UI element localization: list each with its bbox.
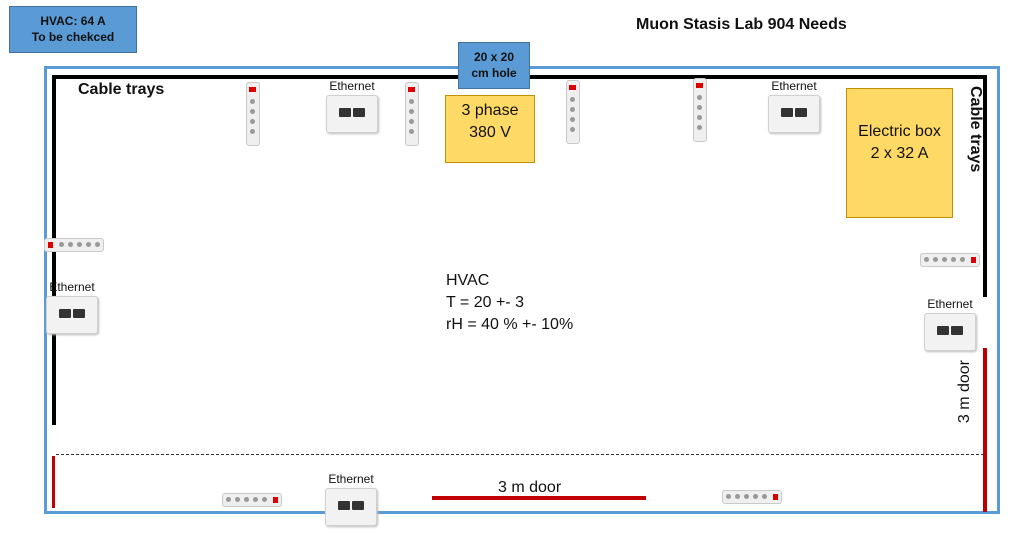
power-strip-icon bbox=[246, 82, 260, 146]
door-label-right: 3 m door bbox=[956, 360, 973, 424]
hvac-power-line2: To be chekced bbox=[31, 30, 115, 44]
hvac-spec-line1: HVAC bbox=[446, 272, 490, 289]
door-marker-left bbox=[52, 456, 55, 508]
three-phase-box: 3 phase 380 V bbox=[445, 95, 535, 163]
power-strip-icon bbox=[693, 78, 707, 142]
ethernet-socket-icon bbox=[924, 313, 976, 351]
electric-box: Electric box 2 x 32 A bbox=[846, 88, 953, 218]
ethernet-label: Ethernet bbox=[329, 79, 375, 93]
cable-tray-right bbox=[983, 75, 987, 297]
ethernet-socket-icon bbox=[46, 296, 98, 334]
ethernet-socket: Ethernet bbox=[324, 79, 380, 133]
power-strip-icon bbox=[44, 238, 104, 252]
hvac-spec: HVAC T = 20 +- 3 rH = 40 % +- 10% bbox=[446, 270, 573, 336]
hole-line1: 20 x 20 bbox=[473, 50, 515, 64]
electric-box-line2: 2 x 32 A bbox=[870, 145, 929, 162]
hole-line2: cm hole bbox=[471, 66, 517, 80]
cable-trays-label-left: Cable trays bbox=[78, 81, 165, 98]
diagram-title: Muon Stasis Lab 904 Needs bbox=[636, 16, 847, 33]
ethernet-socket-icon bbox=[768, 95, 820, 133]
door-label-bottom: 3 m door bbox=[498, 479, 562, 496]
ethernet-socket: Ethernet bbox=[44, 280, 100, 334]
ethernet-socket: Ethernet bbox=[766, 79, 822, 133]
ethernet-socket: Ethernet bbox=[922, 297, 978, 351]
hvac-power-note: HVAC: 64 A To be chekced bbox=[9, 6, 137, 53]
three-phase-line2: 380 V bbox=[469, 124, 511, 141]
ethernet-socket-icon bbox=[326, 95, 378, 133]
power-strip-icon bbox=[920, 253, 980, 267]
power-strip-icon bbox=[405, 82, 419, 146]
three-phase-line1: 3 phase bbox=[461, 102, 519, 119]
ethernet-label: Ethernet bbox=[49, 280, 95, 294]
cable-hole-box: 20 x 20 cm hole bbox=[458, 42, 530, 89]
door-marker-right bbox=[983, 348, 987, 512]
ethernet-label: Ethernet bbox=[927, 297, 973, 311]
hvac-power-line1: HVAC: 64 A bbox=[40, 14, 106, 28]
electric-box-line1: Electric box bbox=[858, 123, 941, 140]
power-strip-icon bbox=[722, 490, 782, 504]
cable-trays-label-right: Cable trays bbox=[967, 86, 984, 173]
ethernet-label: Ethernet bbox=[771, 79, 817, 93]
dashed-divider bbox=[56, 454, 984, 455]
door-marker-bottom bbox=[432, 496, 646, 500]
hvac-spec-line3: rH = 40 % +- 10% bbox=[446, 316, 574, 333]
ethernet-socket-icon bbox=[325, 488, 377, 526]
ethernet-label: Ethernet bbox=[328, 472, 374, 486]
ethernet-socket: Ethernet bbox=[323, 472, 379, 526]
power-strip-icon bbox=[566, 80, 580, 144]
power-strip-icon bbox=[222, 493, 282, 507]
hvac-spec-line2: T = 20 +- 3 bbox=[446, 294, 524, 311]
